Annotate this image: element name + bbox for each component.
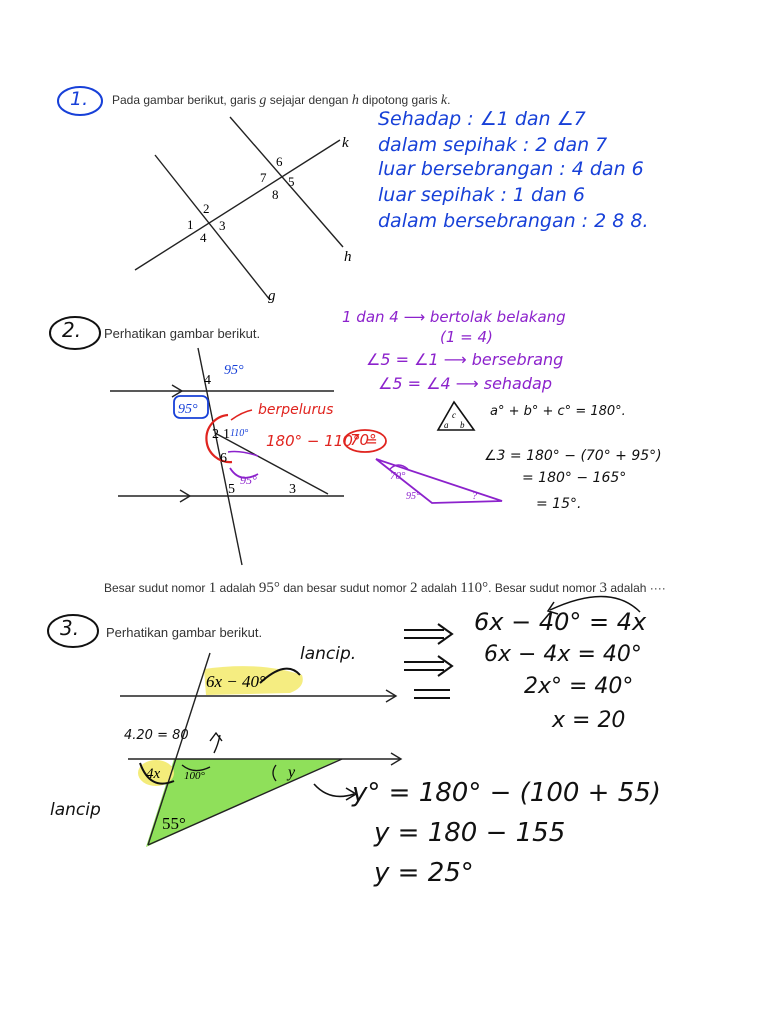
problem2-number-circle — [49, 316, 101, 350]
p2-triangle-sketch: c a b — [436, 400, 476, 431]
problem1-number-circle — [57, 86, 103, 116]
problem2-statement: Perhatikan gambar berikut. — [104, 326, 261, 341]
p3-implies-arrows — [404, 623, 454, 699]
p2-berpelurus: berpelurus — [258, 402, 334, 418]
problem3-statement: Perhatikan gambar berikut. — [106, 625, 263, 640]
problem1-answer-4: luar sepihak : 1 dan 6 — [378, 184, 585, 206]
p2-tri-a: a — [444, 420, 449, 430]
p2-tri-c: c — [452, 410, 456, 420]
angle-label-6: 6 — [276, 154, 283, 169]
p2-calc-3: = 15°. — [536, 496, 582, 512]
p3-step-y-3: y = 25° — [374, 858, 474, 888]
problem3-number: 3. — [60, 616, 80, 640]
p2-angle-1: 1 — [223, 427, 230, 442]
p3-step-x-3: 2x° = 40° — [524, 674, 634, 699]
p2-angle-6: 6 — [220, 451, 227, 466]
var-h: h — [351, 93, 359, 108]
p2-calc-circle — [343, 429, 387, 453]
p3-angle-top: 6x − 40° — [206, 672, 266, 691]
p3-curve-arrow-y — [313, 783, 358, 801]
question-part-6: adalah — [417, 581, 461, 595]
question-part-2: adalah — [216, 581, 259, 595]
problem3-figure: 6x − 40° 4x 100° 55° y — [120, 652, 403, 847]
angle-label-1: 1 — [187, 217, 194, 232]
problem2-figure: 4 2 1 6 5 3 95° 95° 95° 110° — [110, 347, 344, 566]
p3-angle-55: 55° — [162, 814, 186, 833]
var-g: g — [259, 93, 267, 108]
problem1-answer-1: Sehadap : ∠1 dan ∠7 — [378, 108, 586, 130]
p3-label-calc-left: 4.20 = 80 — [124, 728, 189, 743]
p2-note-1: 1 dan 4 ⟶ bertolak belakang — [342, 308, 566, 326]
question-part-0: Besar sudut nomor — [104, 581, 209, 595]
question-part-8: . Besar sudut nomor — [488, 581, 600, 595]
p2-angle-2: 2 — [212, 427, 219, 442]
p3-step-x-1: 6x − 40° = 4x — [474, 608, 647, 636]
problem1-answer-2: dalam sepihak : 2 dan 7 — [378, 134, 608, 156]
question-part-1: 1 — [208, 580, 217, 596]
line-label-k: k — [342, 135, 349, 151]
p3-label-lancip-top: lancip. — [300, 644, 357, 664]
p3-angle-100: 100° — [184, 770, 206, 782]
p2-tri-b: b — [460, 420, 465, 430]
p3-angle-y: y — [286, 764, 296, 781]
p3-step-y-1: y° = 180° − (100 + 55) — [352, 778, 661, 808]
p2-angle-5: 5 — [228, 482, 235, 497]
p2-small-triangle: 70° 95° ? — [375, 458, 503, 504]
problem1-statement: Pada gambar berikut, garis g sejajar den… — [112, 93, 451, 108]
question-part-7: 110° — [460, 580, 489, 596]
angle-label-2: 2 — [203, 201, 210, 216]
p2-annot-95-box: 95° — [178, 402, 198, 417]
question-part-10: adalah ···· — [607, 581, 666, 595]
p3-step-y-2: y = 180 − 155 — [374, 818, 566, 848]
line-label-h: h — [344, 249, 352, 265]
p3-step-x-4: x = 20 — [552, 708, 626, 733]
p3-step-x-2: 6x − 4x = 40° — [484, 642, 642, 667]
p2-annot-95-top: 95° — [224, 363, 244, 378]
p2-calc-result: 70° — [350, 431, 377, 449]
angle-label-8: 8 — [272, 187, 279, 202]
p3-move-arrow — [546, 595, 641, 615]
p2-triangle-sum: a° + b° + c° = 180°. — [490, 404, 626, 419]
problem1-number: 1. — [70, 88, 89, 110]
problem2-number: 2. — [62, 318, 82, 342]
p2-note-3: ∠5 = ∠4 ⟶ sehadap — [378, 374, 552, 393]
p2-small-q: ? — [472, 491, 477, 502]
problem3-number-circle — [47, 614, 99, 648]
p2-angle-4: 4 — [204, 373, 211, 388]
p2-annot-95-angle5: 95° — [240, 473, 257, 487]
problem1-figure: k h g 1 2 3 4 5 6 7 8 — [134, 116, 352, 304]
problem2-question: Besar sudut nomor 1 adalah 95° dan besar… — [104, 580, 666, 597]
p2-calc: 180° − 110° = — [266, 432, 378, 450]
question-part-5: 2 — [410, 580, 418, 596]
p2-annot-110: 110° — [230, 428, 248, 439]
p2-note-1b: (1 = 4) — [440, 328, 493, 346]
p2-small-95: 95° — [406, 491, 420, 502]
angle-label-4: 4 — [200, 230, 207, 245]
p2-small-70: 70° — [390, 470, 406, 482]
p2-note-2: ∠5 = ∠1 ⟶ bersebrang — [366, 350, 564, 369]
p3-angle-4x: 4x — [146, 766, 161, 782]
question-part-9: 3 — [599, 580, 608, 596]
p2-calc-1: ∠3 = 180° − (70° + 95°) — [484, 448, 662, 464]
p2-calc-2: = 180° − 165° — [522, 470, 627, 486]
angle-label-3: 3 — [219, 218, 226, 233]
line-label-g: g — [268, 288, 276, 304]
p3-label-lancip-left: lancip — [50, 800, 101, 820]
problem1-answer-3: luar bersebrangan : 4 dan 6 — [378, 158, 644, 180]
p2-angle-3: 3 — [289, 482, 296, 497]
angle-label-5: 5 — [288, 174, 295, 189]
angle-label-7: 7 — [260, 170, 267, 185]
var-k: k — [440, 93, 448, 108]
question-part-3: 95° — [258, 580, 280, 596]
problem1-answer-5: dalam bersebrangan : 2 8 8. — [378, 210, 649, 232]
question-part-4: dan besar sudut nomor — [279, 581, 410, 595]
